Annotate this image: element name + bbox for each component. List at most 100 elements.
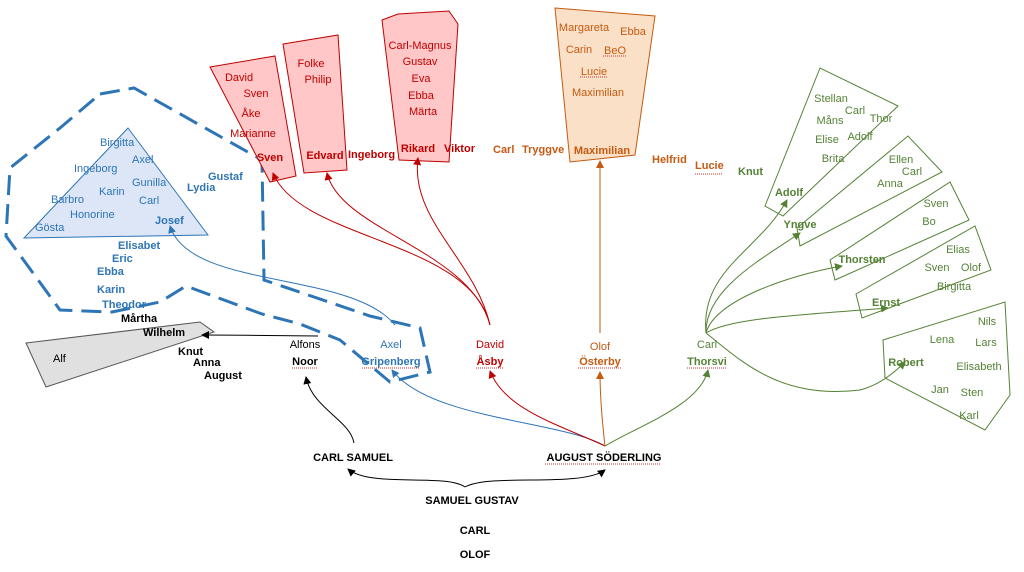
robert-child-nils: Nils bbox=[978, 316, 997, 328]
asby-surname: Åsby bbox=[477, 355, 505, 368]
eric-label: Eric bbox=[112, 253, 133, 265]
edvard-children-shape bbox=[282, 34, 348, 174]
connector-asby-to-sven bbox=[271, 172, 491, 326]
adolf-children-shape bbox=[764, 67, 899, 217]
yngve-child-anna: Anna bbox=[877, 178, 904, 190]
josef-child-ingeborg: Ingeborg bbox=[74, 163, 117, 175]
tryggve-label: Tryggve bbox=[522, 144, 564, 156]
thorsten-child-bo: Bo bbox=[922, 216, 935, 228]
osterby-surname: Österby bbox=[579, 355, 621, 368]
connector-noor-to-alf-branch bbox=[201, 331, 319, 340]
osterby-given-name: Olof bbox=[590, 341, 611, 353]
rikard-child-ebba: Ebba bbox=[408, 90, 435, 102]
edvard-child-philip: Philip bbox=[305, 74, 332, 86]
rikard-children-shape bbox=[381, 10, 459, 163]
adolf-child-stellan: Stellan bbox=[814, 93, 848, 105]
thorsten-children-shape bbox=[829, 181, 970, 281]
connector-august-to-gripenberg bbox=[391, 369, 606, 447]
thorsten-child-sven: Sven bbox=[923, 198, 948, 210]
max-child-lucie: Lucie bbox=[581, 66, 607, 78]
thorsten-label: Thorsten bbox=[838, 254, 885, 266]
josef-child-gunilla: Gunilla bbox=[132, 177, 167, 189]
thorsvi-given-name: Carl bbox=[697, 339, 717, 351]
max-child-maximilian: Maximilian bbox=[572, 87, 624, 99]
connector-thorsvi-to-ernst bbox=[705, 304, 889, 334]
rikard-child-carl-magnus: Carl-Magnus bbox=[389, 40, 452, 52]
helfrid-label: Helfrid bbox=[652, 154, 687, 166]
connector-root-to-august bbox=[464, 469, 606, 488]
josef-child-barbro: Barbro bbox=[51, 194, 84, 206]
max-child-beo: BeO bbox=[604, 45, 626, 57]
ernst-child-olof: Olof bbox=[961, 262, 982, 274]
wilhelm-label: Wilhelm bbox=[143, 327, 185, 339]
adolf-child-carl: Carl bbox=[845, 105, 865, 117]
knut-noor-label: Knut bbox=[178, 346, 203, 358]
robert-child-lars: Lars bbox=[975, 337, 997, 349]
connector-gripenberg-to-josef bbox=[168, 225, 396, 326]
elisabet-label: Elisabet bbox=[118, 240, 161, 252]
josef-child-karin: Karin bbox=[99, 186, 125, 198]
ingeborg-label: Ingeborg bbox=[348, 149, 395, 161]
ernst-child-sven: Sven bbox=[924, 262, 949, 274]
august-soderling-label: AUGUST SÖDERLING bbox=[547, 451, 662, 464]
yngve-child-carl: Carl bbox=[902, 166, 922, 178]
adolf-child-brita: Brita bbox=[822, 153, 846, 165]
lucie-osterby-label: Lucie bbox=[695, 160, 724, 172]
robert-child-jan: Jan bbox=[931, 384, 949, 396]
root-carl: CARL bbox=[460, 525, 491, 537]
max-child-carin: Carin bbox=[566, 44, 592, 56]
gripenberg-dashed-outline bbox=[4, 86, 432, 384]
noor-surname: Noor bbox=[292, 356, 318, 368]
underlines bbox=[292, 55, 727, 465]
lydia-label: Lydia bbox=[187, 182, 216, 194]
josef-child-honorine: Honorine bbox=[70, 209, 115, 221]
adolf-label: Adolf bbox=[775, 187, 803, 199]
maximilian-children-shape bbox=[554, 7, 656, 163]
connector-asby-to-rikard bbox=[413, 157, 491, 326]
josef-child-birgitta: Birgitta bbox=[100, 137, 135, 149]
josef-child-gosta: Gösta bbox=[35, 222, 65, 234]
connector-thorsvi-to-yngve bbox=[705, 232, 801, 334]
ernst-child-birgitta: Birgitta bbox=[937, 281, 972, 293]
josef-label: Josef bbox=[155, 215, 184, 227]
connector-asby-to-edvard bbox=[324, 172, 491, 326]
martha-label: Mårtha bbox=[121, 313, 158, 325]
josef-child-carl: Carl bbox=[139, 195, 159, 207]
gustaf-label: Gustaf bbox=[208, 171, 243, 183]
connector-august-to-osterby bbox=[596, 371, 606, 447]
sven-label: Sven bbox=[257, 152, 284, 164]
karin-gripenberg-label: Karin bbox=[97, 284, 125, 296]
gripenberg-given-name: Axel bbox=[380, 339, 401, 351]
josef-child-axel: Axel bbox=[132, 154, 153, 166]
asby-given-name: David bbox=[476, 339, 504, 351]
connector-thorsvi-to-robert bbox=[705, 332, 906, 392]
rikard-label: Rikard bbox=[401, 143, 435, 155]
viktor-label: Viktor bbox=[444, 143, 476, 155]
anna-noor-label: Anna bbox=[193, 357, 221, 369]
connector-root-to-carl-samuel bbox=[347, 468, 466, 488]
connector-august-to-thorsvi bbox=[604, 369, 711, 447]
ebba-gripenberg-label: Ebba bbox=[97, 266, 125, 278]
rikard-child-marta: Märta bbox=[409, 106, 438, 118]
robert-children-shape bbox=[882, 301, 1011, 431]
rikard-child-gustav: Gustav bbox=[403, 56, 438, 68]
carl-osterby-label: Carl bbox=[493, 144, 514, 156]
root-olof: OLOF bbox=[460, 549, 491, 561]
robert-label: Robert bbox=[888, 357, 924, 369]
root-samuel-gustav: SAMUEL GUSTAV bbox=[425, 495, 519, 507]
josef-children-shape bbox=[22, 127, 209, 239]
sven-child-david: David bbox=[225, 72, 253, 84]
robert-child-karl: Karl bbox=[959, 410, 979, 422]
sven-children-shape bbox=[209, 55, 297, 183]
max-child-ebba: Ebba bbox=[620, 26, 647, 38]
alf-label: Alf bbox=[53, 353, 67, 365]
rikard-child-eva: Eva bbox=[412, 73, 432, 85]
sven-child-sven: Sven bbox=[243, 88, 268, 100]
robert-child-sten: Sten bbox=[961, 387, 984, 399]
robert-child-elisabeth: Elisabeth bbox=[956, 361, 1001, 373]
connector-thorsvi-to-thorsten bbox=[705, 263, 843, 334]
max-child-margareta: Margareta bbox=[559, 22, 610, 34]
theodor-label: Theodor bbox=[102, 299, 147, 311]
